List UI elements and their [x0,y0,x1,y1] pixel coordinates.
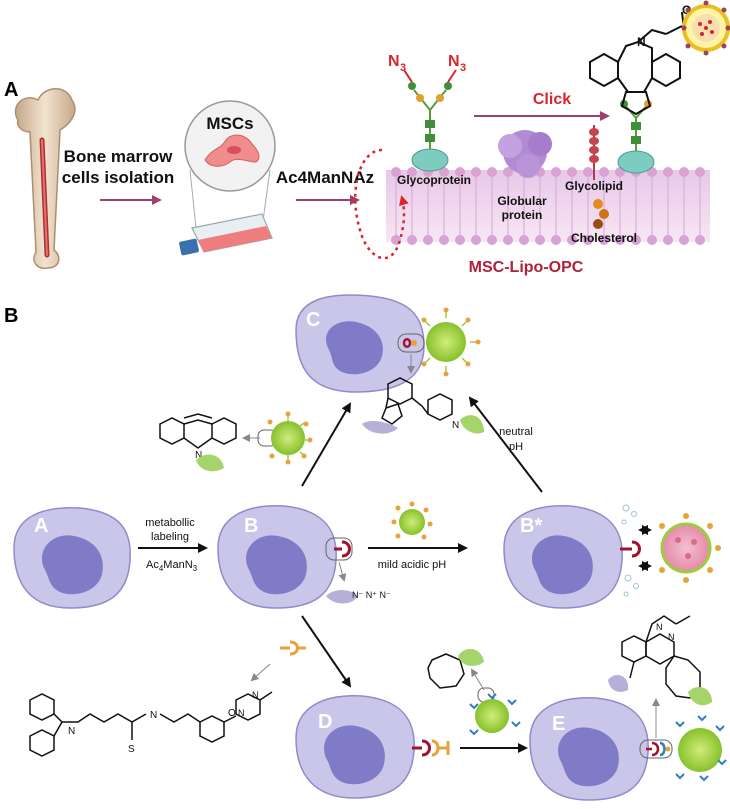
cell-e [529,697,649,801]
azide-sugar-bstar [620,540,641,558]
cell-bstar [503,505,623,609]
azide-text-b: N⁻ N⁺ N⁻ [352,590,391,600]
cholesterol [593,199,609,229]
liposome-e [675,715,727,782]
triazole-structure-c [381,377,453,425]
fragment-b [326,590,358,604]
cell-a-label: A [34,515,48,537]
neutral-label-1: neutral [499,426,533,438]
fragment-dbco [196,454,224,472]
globular-protein [498,130,552,178]
arrow-tetrazine [250,663,271,682]
click-label: Click [533,91,571,108]
panel-a-label: A [4,79,18,101]
fragment-tco [458,648,484,666]
arrow-tco [470,668,485,691]
bone-illustration [14,88,76,270]
azide-right: N [448,53,460,70]
neutral-label-2: pH [509,441,523,453]
fragment-e-right [688,687,712,706]
fragment-c-right [460,415,484,434]
metabolic-label-2: labeling [151,531,189,543]
glycoprotein-azide [403,69,457,172]
metabolic-label-1: metabollic [145,517,195,529]
globular-label-1: Globular [497,194,547,208]
step-bone-marrow-line1: Bone marrow [64,147,173,166]
o-atom-tz: O [228,708,236,719]
msc-label: MSCs [206,114,253,133]
dbco-structure-top [159,413,237,449]
fragment-c-left [362,421,398,434]
linker-d-orange [431,739,450,757]
arrow-bstar-to-c [468,396,543,493]
cell-bstar-label: B* [520,515,542,537]
mild-acidic-label: mild acidic pH [378,559,447,571]
linker-e-blue [659,741,666,757]
n-atom-e1: N [656,622,663,632]
zoom-box-b [325,537,353,561]
arrow-b-down [338,561,347,582]
tetrazine-linker-icon [280,640,306,656]
zoom-box-c [397,333,425,353]
cholesterol-label: Cholesterol [571,231,637,245]
msc-culture-flask [179,100,276,256]
fragment-e-left [608,675,629,692]
s-atom: S [128,744,135,755]
n-atom-1: N [68,726,75,737]
cell-c-label: C [306,309,320,331]
product-structure-e [621,615,701,699]
cell-d-label: D [318,711,332,733]
cell-a [13,507,131,609]
liposome-c [421,307,481,377]
liposome-mid [391,501,433,540]
glycolipid [589,125,599,180]
n-atom-tz1: N [252,690,259,700]
tco-structure [427,653,465,689]
n-atom-c: N [452,420,459,431]
cell-e-label: E [552,713,565,735]
dbco-triazole-structure [589,11,685,116]
cell-b [217,505,337,609]
linker-c-orange [411,340,417,346]
linker-e-orange [665,746,671,752]
step-bone-marrow-line2: cells isolation [62,168,174,187]
liposome-dbco [267,411,313,465]
arrow-b-to-c [301,402,352,487]
n-atom-e2: N [668,632,675,642]
dotted-incorporation-arrow [354,148,409,260]
bubbles-bstar [621,504,639,597]
linker-d-red [412,739,431,757]
linker-c-red [402,338,412,348]
linker-e-red [646,741,660,757]
reagent-ac4mannaz: Ac4ManNAz [276,168,374,187]
cell-membrane [386,167,710,245]
msc-lipo-opc-label: MSC-Lipo-OPC [469,259,584,276]
azide-left-sub: 3 [400,62,406,74]
azide-right-sub: 3 [460,62,466,74]
n-atom-tz2: N [238,708,245,718]
liposome-tco [469,693,521,736]
cell-d [295,695,415,799]
cell-c [295,294,425,393]
azide-sugar-b [334,540,351,558]
liposome-opc-top [681,0,730,56]
zoom-box-e [639,739,673,759]
arrow-b-to-d [301,615,352,688]
azide-left: N [388,53,400,70]
n-atom-dbco: N [195,450,202,461]
n-atom-top: N [637,35,646,49]
liposome-bstar [659,513,721,583]
clicked-glycoprotein [617,100,655,174]
panel-b-label: B [4,305,18,327]
n-atom-2: N [150,710,157,721]
globular-label-2: protein [502,208,543,222]
cell-b-label: B [244,515,258,537]
glycoprotein-label: Glycoprotein [397,173,471,187]
reagent-ac: Ac4ManN3 [146,559,198,573]
glycolipid-label: Glycolipid [565,179,623,193]
dbco-tetrazine-structure [29,691,273,757]
